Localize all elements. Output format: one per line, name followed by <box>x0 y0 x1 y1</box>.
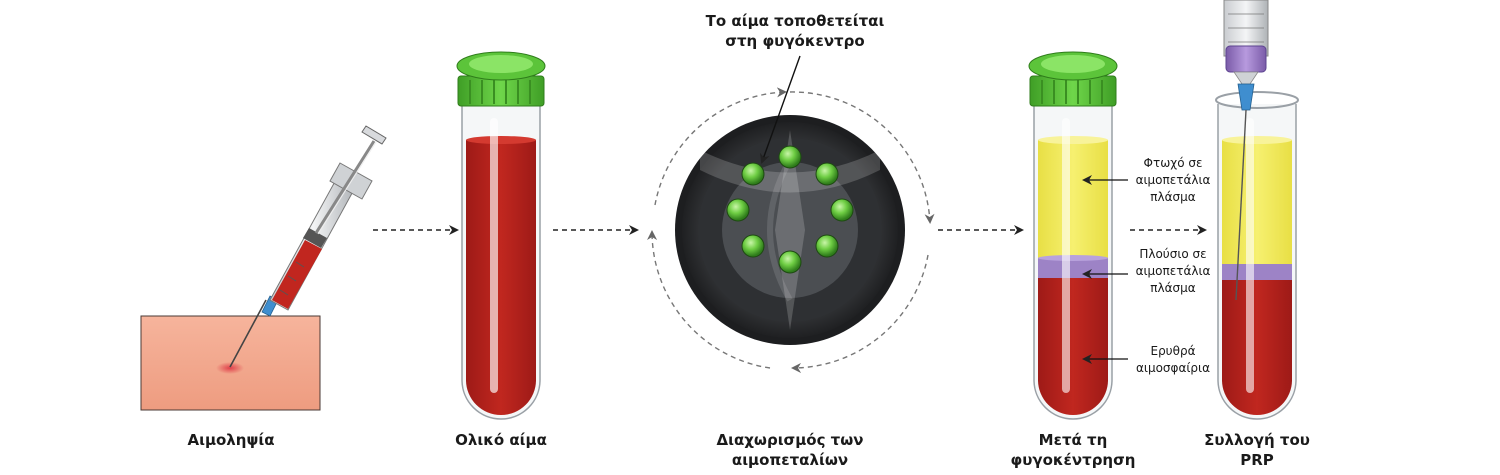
step-caption-separation-line-2: αιμοπεταλίων <box>731 451 849 469</box>
layer-label-prp-line-3: πλάσμα <box>1150 281 1196 295</box>
centrifuge-label: Το αίμα τοποθετείται στη φυγόκεντρο <box>690 11 900 51</box>
prp-collection-icon <box>1215 0 1299 420</box>
layer-label-ppp-line-3: πλάσμα <box>1150 190 1196 204</box>
layer-label-rbc-line-2: αιμοσφαίρια <box>1135 361 1211 375</box>
layer-label-prp-line-2: αιμοπετάλια <box>1135 264 1211 278</box>
step-caption-prp-collection-line-1: Συλλογή του <box>1204 431 1310 449</box>
layer-label-rbc-line-1: Ερυθρά <box>1150 344 1196 358</box>
centrifuge-icon <box>647 55 935 373</box>
centrifuge-label-line-1: Το αίμα τοποθετείται <box>705 12 885 30</box>
step-caption-separation: Διαχωρισμός των αιμοπεταλίων <box>680 430 900 470</box>
step-caption-prp-collection: Συλλογή του PRP <box>1177 430 1337 470</box>
layer-label-rbc: Ερυθρά αιμοσφαίρια <box>1118 343 1228 377</box>
syringe-icon <box>229 125 387 368</box>
separated-tube-icon <box>1028 51 1128 420</box>
test-tube-icon <box>456 51 546 420</box>
step-caption-whole-blood-line-1: Ολικό αίμα <box>455 431 547 449</box>
layer-label-ppp-line-1: Φτωχό σε <box>1143 156 1203 170</box>
step-caption-whole-blood: Ολικό αίμα <box>401 430 601 450</box>
step-caption-blood-draw: Αιμοληψία <box>131 430 331 450</box>
step-caption-after-centrifugation-line-2: φυγοκέντρηση <box>1010 451 1136 469</box>
step-caption-after-centrifugation-line-1: Μετά τη <box>1038 431 1108 449</box>
step-caption-separation-line-1: Διαχωρισμός των <box>716 431 864 449</box>
step-caption-blood-draw-line-1: Αιμοληψία <box>187 431 275 449</box>
step-caption-prp-collection-line-2: PRP <box>1240 451 1274 469</box>
layer-label-prp: Πλούσιο σε αιμοπετάλια πλάσμα <box>1118 246 1228 297</box>
layer-label-ppp: Φτωχό σε αιμοπετάλια πλάσμα <box>1118 155 1228 206</box>
layer-label-prp-line-1: Πλούσιο σε <box>1139 247 1207 261</box>
blood-draw-illustration <box>140 125 387 411</box>
layer-label-ppp-line-2: αιμοπετάλια <box>1135 173 1211 187</box>
step-caption-after-centrifugation: Μετά τη φυγοκέντρηση <box>988 430 1158 470</box>
centrifuge-label-line-2: στη φυγόκεντρο <box>725 32 865 50</box>
